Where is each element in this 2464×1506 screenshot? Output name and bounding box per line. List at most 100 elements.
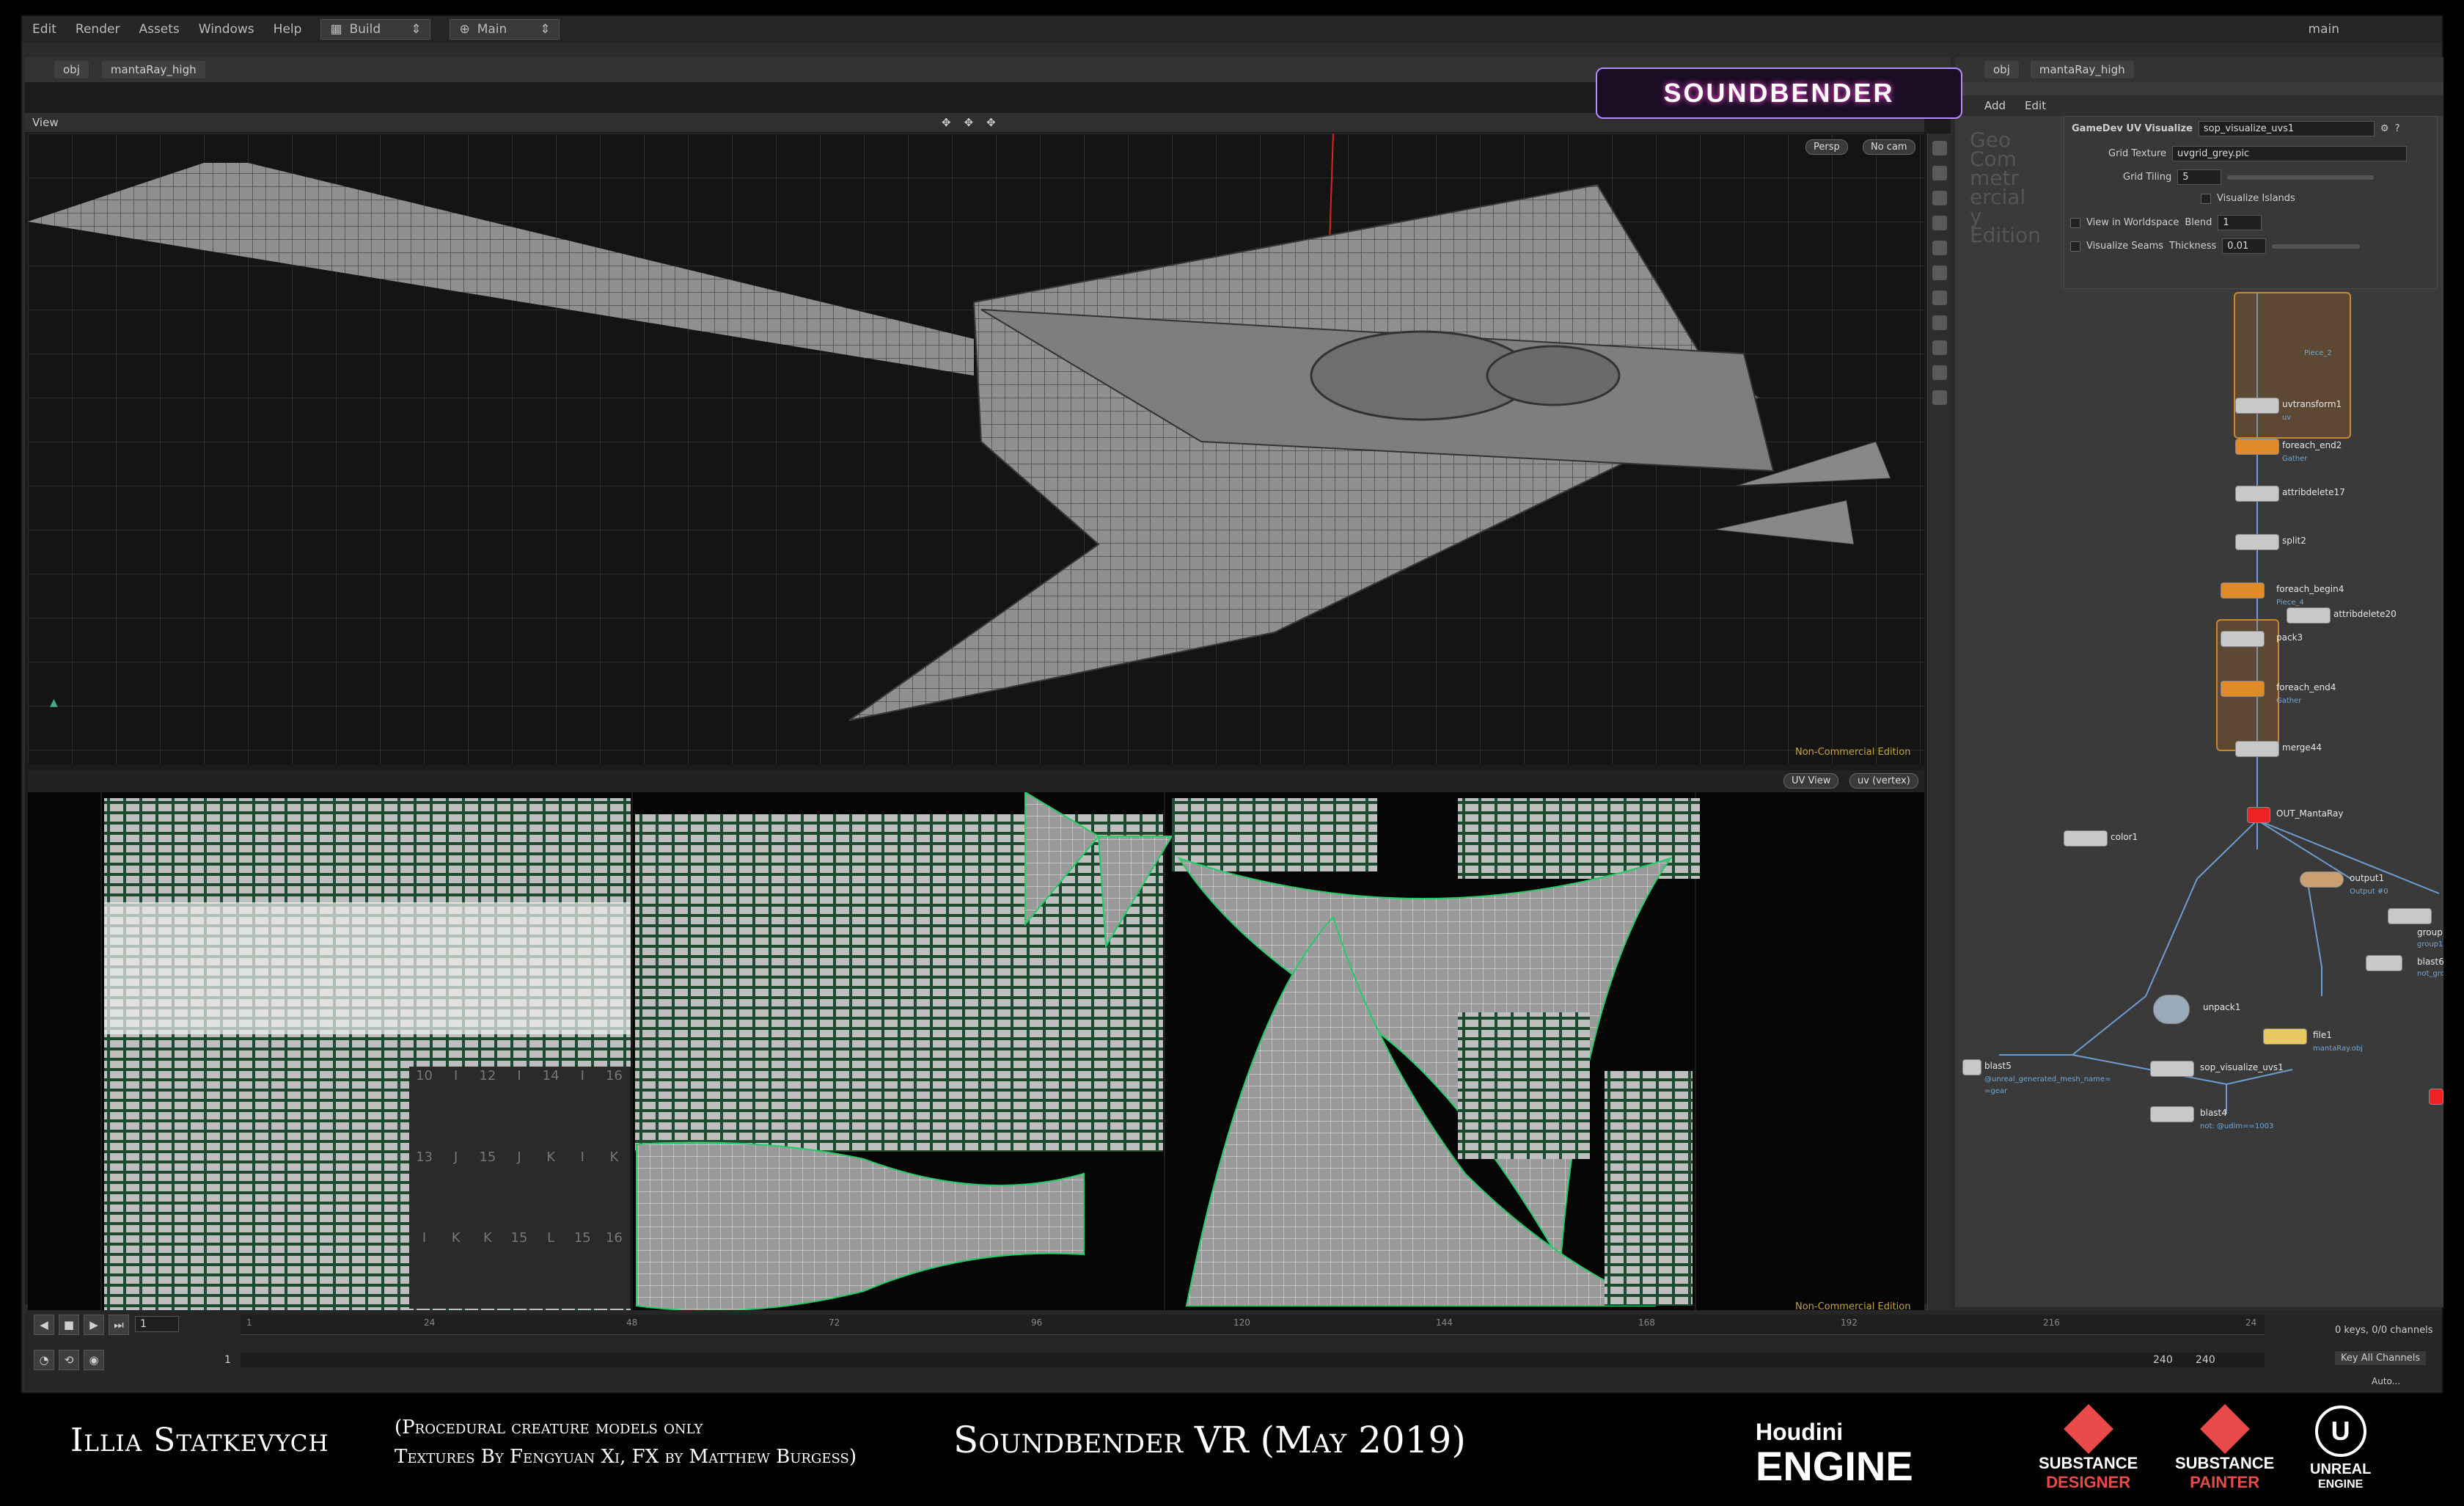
stop-icon[interactable]: ■: [59, 1315, 79, 1335]
blend-field[interactable]: 1: [2218, 215, 2262, 230]
node-blast4[interactable]: [2150, 1106, 2194, 1122]
udim-label: I: [454, 1068, 458, 1083]
node-name-field[interactable]: sop_visualize_uvs1: [2198, 121, 2375, 136]
view-worldspace-checkbox[interactable]: [2070, 217, 2080, 228]
grid-icon[interactable]: [1932, 365, 1947, 380]
range-end[interactable]: 240: [2153, 1354, 2173, 1366]
display-icon[interactable]: [1932, 266, 1947, 280]
grid-tiling-slider[interactable]: [2227, 175, 2375, 180]
layout-icon[interactable]: [1932, 390, 1947, 405]
point-icon[interactable]: [1932, 315, 1947, 330]
viewport-3d[interactable]: ▲ Persp No cam Non-Commercial Edition: [28, 134, 1924, 764]
right-context-label[interactable]: main: [2308, 22, 2339, 37]
menu-render[interactable]: Render: [75, 22, 120, 37]
node-attribdelete17[interactable]: [2235, 486, 2279, 502]
range-end-2[interactable]: 240: [2196, 1354, 2215, 1366]
camera-button[interactable]: No cam: [1863, 139, 1915, 155]
select-tool-icon[interactable]: [1932, 141, 1947, 156]
node-pack3[interactable]: [2221, 631, 2265, 647]
viewport-uv[interactable]: 10 I 12 I 14 I 16 13 J 15 J K I K I K K …: [28, 792, 1924, 1320]
node-file1[interactable]: [2263, 1028, 2307, 1045]
node-sub: Gather: [2276, 697, 2302, 705]
gear-icon[interactable]: ⚙: [2380, 123, 2389, 134]
grid-tiling-field[interactable]: 5: [2177, 169, 2222, 185]
node-unpack1[interactable]: [2153, 995, 2190, 1024]
grid-texture-label: Grid Texture: [2108, 148, 2167, 159]
help-icon[interactable]: ?: [2394, 123, 2400, 134]
brand-text: SOUNDBENDER: [1663, 78, 1895, 108]
node-out-mantaray[interactable]: [2247, 807, 2270, 823]
playbar: ◀ ■ ▶ ⏭ 1 1 24 48 72 96 120 144 168 192 …: [25, 1310, 2442, 1391]
menu-edit[interactable]: Edit: [2025, 99, 2047, 112]
range-slider[interactable]: [241, 1353, 2265, 1367]
menu-help[interactable]: Help: [273, 22, 302, 37]
node-sop-visualize-uvs1[interactable]: [2150, 1061, 2194, 1077]
range-start[interactable]: 1: [224, 1354, 231, 1366]
menu-windows[interactable]: Windows: [198, 22, 254, 37]
jump-end-icon[interactable]: ⏭: [109, 1315, 129, 1335]
logo-text: UNREAL: [2310, 1461, 2372, 1477]
context-selector[interactable]: ⊕ Main ⇕: [450, 19, 560, 40]
node-label: attribdelete17: [2282, 487, 2345, 497]
grid-texture-field[interactable]: uvgrid_grey.pic: [2172, 146, 2408, 161]
path-node[interactable]: mantaRay_high: [101, 61, 205, 78]
node-foreach-begin4[interactable]: [2221, 582, 2265, 599]
node-foreach-end4[interactable]: [2221, 681, 2265, 697]
node-blast5[interactable]: [1962, 1059, 1981, 1075]
timeline-ruler[interactable]: 1 24 48 72 96 120 144 168 192 216 24: [241, 1315, 2265, 1335]
loop-icon[interactable]: ⟲: [59, 1350, 79, 1370]
audio-icon[interactable]: ◉: [84, 1350, 104, 1370]
keys-status: 0 keys, 0/0 channels: [2335, 1325, 2433, 1336]
menu-edit[interactable]: Edit: [32, 22, 56, 37]
menu-assets[interactable]: Assets: [139, 22, 180, 37]
visualize-seams-checkbox[interactable]: [2070, 241, 2080, 252]
network-pane: obj mantaRay_high Add Edit Geo Com metr …: [1955, 57, 2443, 1307]
play-icon[interactable]: ▶: [84, 1315, 104, 1335]
watermark-line: ercial: [1970, 185, 2026, 209]
light-icon[interactable]: [1932, 216, 1947, 230]
project-title: Soundbender VR (May 2019): [953, 1419, 1466, 1461]
path-node[interactable]: mantaRay_high: [2030, 61, 2134, 78]
node-sub: not: @udim==1003: [2200, 1122, 2274, 1130]
persp-button[interactable]: Persp: [1805, 139, 1848, 155]
view-tools-icon[interactable]: ✥✥✥: [942, 116, 1009, 129]
node-blast6[interactable]: [2366, 955, 2402, 971]
lock-icon[interactable]: [1932, 166, 1947, 180]
node-grouprange[interactable]: [2388, 908, 2432, 924]
current-frame-field[interactable]: 1: [135, 1316, 179, 1332]
wireframe-icon[interactable]: [1932, 290, 1947, 305]
uv-attribute-button[interactable]: uv (vertex): [1849, 773, 1918, 789]
node-output-flag[interactable]: [2429, 1089, 2443, 1105]
node-attribdelete20[interactable]: [2287, 607, 2331, 624]
snap-icon[interactable]: [1932, 241, 1947, 255]
path-root[interactable]: obj: [1984, 61, 2019, 78]
node-merge44[interactable]: [2235, 741, 2279, 757]
auto-key-button[interactable]: Auto...: [2372, 1376, 2401, 1386]
visualize-islands-checkbox[interactable]: [2201, 193, 2211, 204]
node-label: foreach_end4: [2276, 682, 2336, 692]
node-foreach-end2[interactable]: [2235, 439, 2279, 455]
camera-icon[interactable]: [1932, 191, 1947, 205]
desktop-selector[interactable]: ▦ Build ⇕: [320, 19, 431, 40]
node-sub: @unreal_generated_mesh_name=: [1984, 1075, 2111, 1083]
normal-icon[interactable]: [1932, 340, 1947, 355]
node-network[interactable]: Piece_2 uvtransform1 uv foreach_end2 Gat…: [1955, 292, 2443, 1307]
key-all-button[interactable]: Key All Channels: [2335, 1351, 2427, 1365]
path-root[interactable]: obj: [54, 61, 89, 78]
thickness-slider[interactable]: [2272, 244, 2361, 249]
uv-view-button[interactable]: UV View: [1783, 773, 1839, 789]
node-output1[interactable]: [2300, 871, 2344, 888]
svg-text:▲: ▲: [50, 697, 58, 709]
node-sub: group1: [2417, 940, 2443, 948]
node-split2[interactable]: [2235, 534, 2279, 550]
udim-label: I: [580, 1149, 584, 1165]
node-uvtransform1[interactable]: [2235, 398, 2279, 414]
udim-label: I: [422, 1230, 427, 1246]
thickness-field[interactable]: 0.01: [2222, 238, 2267, 254]
play-reverse-icon[interactable]: ◀: [34, 1315, 54, 1335]
node-color1[interactable]: [2064, 830, 2108, 847]
realtime-icon[interactable]: ◔: [34, 1350, 54, 1370]
tick-label: 48: [626, 1317, 638, 1328]
menu-add[interactable]: Add: [1984, 99, 2006, 112]
node-label: OUT_MantaRay: [2276, 808, 2344, 819]
